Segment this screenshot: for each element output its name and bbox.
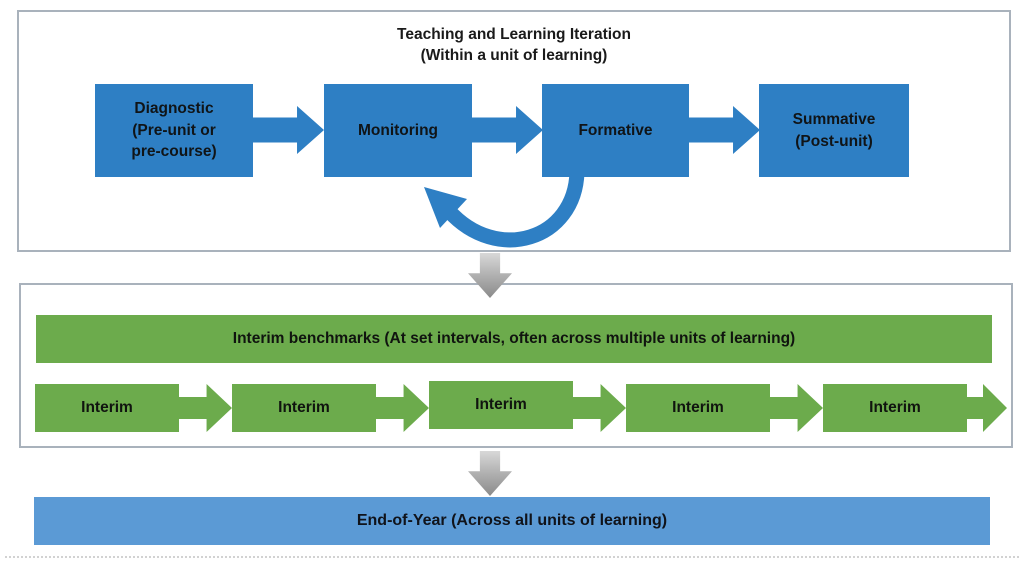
right-arrow-icon	[179, 384, 232, 432]
stage-box-diagnostic: Diagnostic (Pre-unit or pre-course)	[95, 84, 253, 177]
interim-box: Interim	[823, 384, 967, 432]
right-arrow-icon	[472, 106, 543, 154]
interim-box: Interim	[626, 384, 770, 432]
interim-banner: Interim benchmarks (At set intervals, of…	[36, 315, 992, 363]
interim-benchmarks-section: Interim benchmarks (At set intervals, of…	[19, 283, 1013, 448]
right-arrow-icon	[689, 106, 760, 154]
stage-box-formative: Formative	[542, 84, 689, 177]
right-arrow-icon	[967, 384, 1007, 432]
right-arrow-icon	[770, 384, 823, 432]
down-arrow-icon	[468, 451, 512, 496]
stage-box-monitoring: Monitoring	[324, 84, 472, 177]
right-arrow-icon	[573, 384, 626, 432]
bottom-divider	[5, 556, 1019, 558]
right-arrow-icon	[376, 384, 429, 432]
section-title-line2: (Within a unit of learning)	[420, 47, 608, 64]
interim-box: Interim	[429, 381, 573, 429]
right-arrow-icon	[253, 106, 324, 154]
interim-box: Interim	[232, 384, 376, 432]
section-title-line1: Teaching and Learning Iteration	[397, 26, 631, 43]
end-of-year-bar: End-of-Year (Across all units of learnin…	[34, 497, 990, 545]
section-title: Teaching and Learning Iteration (Within …	[19, 24, 1009, 66]
loop-arrow-icon	[424, 171, 585, 248]
stage-box-summative: Summative (Post-unit)	[759, 84, 909, 177]
interim-box: Interim	[35, 384, 179, 432]
teaching-learning-section: Teaching and Learning Iteration (Within …	[17, 10, 1011, 252]
